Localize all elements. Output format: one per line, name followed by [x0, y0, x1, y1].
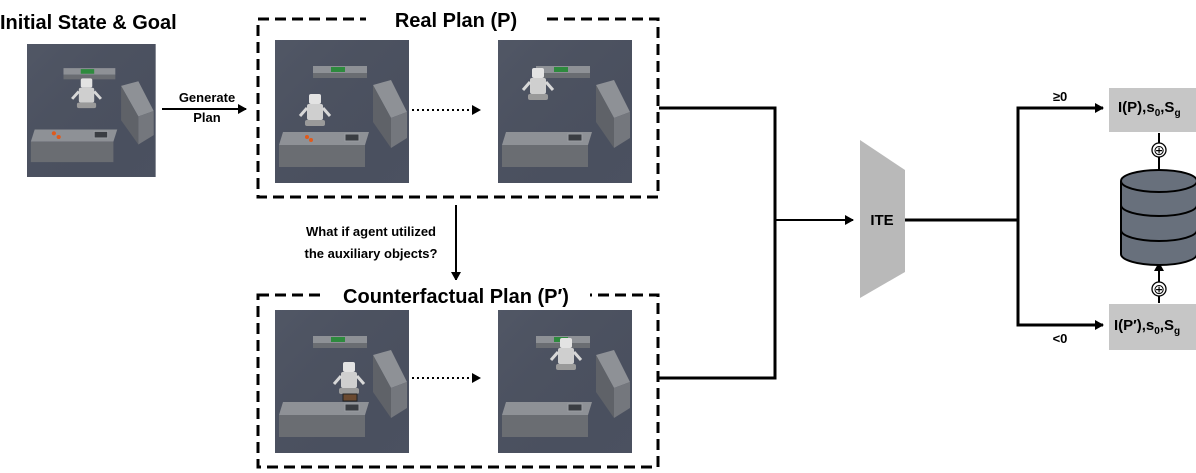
- database-icon: [1120, 169, 1196, 266]
- real-plan-scene-start: [274, 39, 410, 184]
- low-outcome-box: [1109, 304, 1196, 350]
- counterfactual-connector: [659, 220, 777, 380]
- counterfactual-plan-title: Counterfactual Plan (P′): [343, 286, 569, 308]
- low-plus-icon: ⊕: [1153, 281, 1165, 297]
- low-branch-line: [1016, 220, 1104, 330]
- high-branch-label: ≥0: [1053, 89, 1067, 104]
- high-outcome-box: [1109, 88, 1196, 132]
- real-plan-title: Real Plan (P): [395, 10, 517, 32]
- generate-label: Generate: [179, 90, 235, 105]
- high-plus-icon: ⊕: [1153, 142, 1165, 158]
- initial-state-title: Initial State & Goal: [0, 12, 177, 34]
- low-outcome-text: I(P′),s0,Sg: [1114, 317, 1180, 337]
- initial-scene-image: [26, 43, 157, 178]
- ite-block: [860, 140, 905, 298]
- real-plan-scene-end: [497, 39, 633, 184]
- low-branch-label: <0: [1053, 331, 1068, 346]
- ite-label: ITE: [870, 212, 893, 229]
- counterfactual-scene-start: [274, 309, 410, 454]
- counterfactual-plan-frame: [256, 293, 660, 469]
- high-branch-line: [1016, 103, 1104, 220]
- counterfactual-scene-end: [497, 309, 633, 454]
- question-line-1: What if agent utilized: [306, 224, 436, 239]
- plan-label: Plan: [193, 110, 221, 125]
- question-line-2: the auxiliary objects?: [305, 246, 438, 261]
- real-plan-connector: [659, 106, 777, 220]
- high-outcome-text: I(P),s0,Sg: [1118, 99, 1181, 119]
